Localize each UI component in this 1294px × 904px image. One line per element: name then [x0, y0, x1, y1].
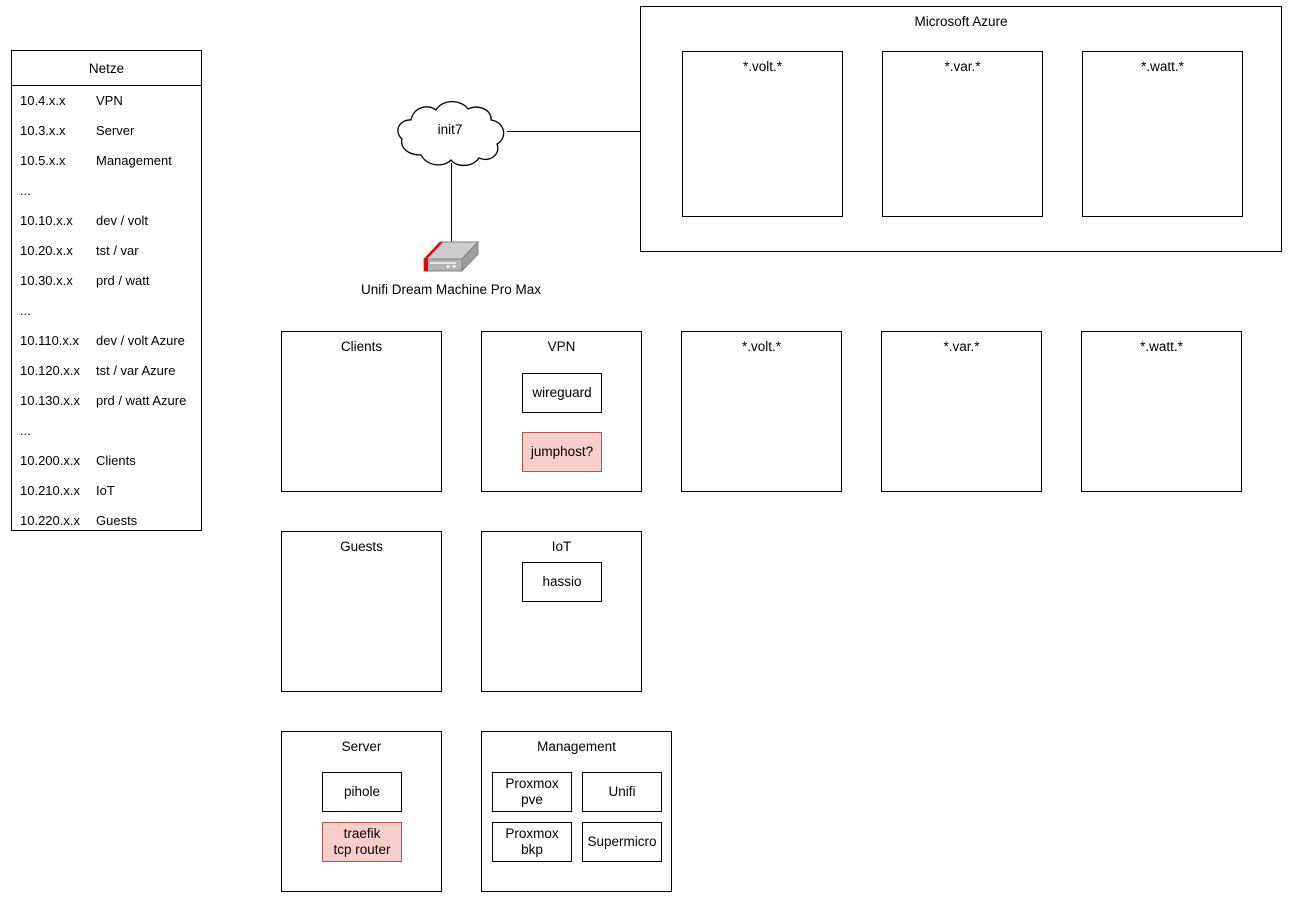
- netze-name: VPN: [96, 92, 123, 108]
- table-row: ...: [12, 295, 201, 325]
- vlan-volt-title: *.volt.*: [741, 339, 782, 354]
- table-row: 10.20.x.x tst / var: [12, 235, 201, 265]
- netze-name: tst / var: [96, 242, 139, 258]
- netze-cidr: 10.3.x.x: [20, 122, 66, 138]
- node-jumphost-label: jumphost?: [530, 444, 594, 459]
- netze-table-title: Netze: [88, 60, 125, 76]
- azure-vnet-var-label: *.var.*: [944, 59, 981, 74]
- node-traefik[interactable]: traefik tcp router: [322, 822, 402, 862]
- vlan-guests-title: Guests: [340, 539, 383, 554]
- table-row: 10.10.x.x dev / volt: [12, 205, 201, 235]
- node-proxmox-pve[interactable]: Proxmox pve: [492, 772, 572, 812]
- router-icon: [422, 240, 480, 273]
- azure-vnet-volt-label: *.volt.*: [742, 59, 783, 74]
- table-row: ...: [12, 415, 201, 445]
- node-supermicro[interactable]: Supermicro: [582, 822, 662, 862]
- table-row: 10.3.x.x Server: [12, 115, 201, 145]
- netze-cidr: 10.4.x.x: [20, 92, 66, 108]
- vlan-var-title: *.var.*: [943, 339, 980, 354]
- vlan-iot: IoT hassio: [481, 531, 642, 692]
- node-unifi[interactable]: Unifi: [582, 772, 662, 812]
- node-traefik-label-line1: traefik: [343, 826, 381, 841]
- netze-name: Server: [96, 122, 135, 138]
- cloud-icon: [397, 100, 505, 167]
- netze-name: Clients: [96, 452, 136, 468]
- netze-cidr: 10.220.x.x: [20, 512, 80, 528]
- node-pihole-label: pihole: [343, 784, 381, 799]
- vlan-server-title: Server: [341, 739, 382, 754]
- netze-name: prd / watt: [96, 272, 150, 288]
- node-supermicro-label: Supermicro: [587, 834, 657, 849]
- azure-title: Microsoft Azure: [914, 14, 1008, 29]
- vlan-management: Management Proxmox pve Unifi Proxmox bkp…: [481, 731, 672, 892]
- table-row: ...: [12, 175, 201, 205]
- azure-vnet-watt: *.watt.*: [1082, 51, 1243, 217]
- vlan-watt-title: *.watt.*: [1140, 339, 1183, 354]
- table-row: 10.220.x.x Guests: [12, 505, 201, 535]
- node-wireguard-label: wireguard: [532, 385, 592, 400]
- node-proxmox-bkp[interactable]: Proxmox bkp: [492, 822, 572, 862]
- table-row: 10.200.x.x Clients: [12, 445, 201, 475]
- table-row: 10.210.x.x IoT: [12, 475, 201, 505]
- vlan-server: Server pihole traefik tcp router: [281, 731, 442, 892]
- netze-cidr: ...: [20, 422, 31, 438]
- netze-cidr: ...: [20, 182, 31, 198]
- node-wireguard[interactable]: wireguard: [522, 373, 602, 413]
- node-pihole[interactable]: pihole: [322, 772, 402, 812]
- node-hassio-label: hassio: [542, 574, 582, 589]
- netze-cidr: 10.30.x.x: [20, 272, 73, 288]
- table-row: 10.5.x.x Management: [12, 145, 201, 175]
- netze-name: dev / volt: [96, 212, 149, 228]
- netze-cidr: 10.200.x.x: [20, 452, 80, 468]
- vlan-watt: *.watt.*: [1081, 331, 1242, 492]
- netze-name: Management: [96, 152, 172, 168]
- vlan-vpn: VPN wireguard jumphost?: [481, 331, 642, 492]
- vlan-var: *.var.*: [881, 331, 1042, 492]
- node-hassio[interactable]: hassio: [522, 562, 602, 602]
- connector-cloud-to-router: [451, 163, 452, 243]
- node-unifi-label: Unifi: [608, 784, 636, 799]
- netze-table: Netze 10.4.x.x VPN 10.3.x.x Server 10.5.…: [11, 50, 202, 531]
- vlan-clients-title: Clients: [340, 339, 383, 354]
- netze-cidr: ...: [20, 302, 31, 318]
- netze-name: IoT: [96, 482, 115, 498]
- netze-name: dev / volt Azure: [96, 332, 185, 348]
- netze-name: tst / var Azure: [96, 362, 176, 378]
- azure-vnet-watt-label: *.watt.*: [1141, 59, 1184, 74]
- table-row: 10.120.x.x tst / var Azure: [12, 355, 201, 385]
- vlan-iot-title: IoT: [551, 539, 572, 554]
- azure-vnet-var: *.var.*: [882, 51, 1043, 217]
- table-row: 10.4.x.x VPN: [12, 85, 201, 115]
- vlan-guests: Guests: [281, 531, 442, 692]
- netze-cidr: 10.130.x.x: [20, 392, 80, 408]
- netze-name: prd / watt Azure: [96, 392, 187, 408]
- azure-vnet-volt: *.volt.*: [682, 51, 843, 217]
- connector-cloud-to-azure: [507, 131, 640, 132]
- node-proxmox-pve-label: Proxmox pve: [505, 776, 559, 807]
- router-caption: Unifi Dream Machine Pro Max: [360, 282, 542, 297]
- node-proxmox-bkp-label: Proxmox bkp: [505, 826, 559, 857]
- netze-table-header: Netze: [12, 51, 201, 86]
- unifi-router: Unifi Dream Machine Pro Max: [361, 240, 541, 297]
- netze-cidr: 10.10.x.x: [20, 212, 73, 228]
- internet-cloud: init7: [391, 98, 509, 168]
- netze-cidr: 10.110.x.x: [20, 332, 80, 348]
- table-row: 10.130.x.x prd / watt Azure: [12, 385, 201, 415]
- cloud-label: init7: [437, 122, 463, 137]
- netze-cidr: 10.20.x.x: [20, 242, 73, 258]
- azure-container: Microsoft Azure *.volt.* *.var.* *.watt.…: [640, 6, 1282, 252]
- node-traefik-label-line2: tcp router: [333, 842, 391, 857]
- vlan-management-title: Management: [537, 739, 616, 754]
- vlan-vpn-title: VPN: [547, 339, 576, 354]
- table-row: 10.110.x.x dev / volt Azure: [12, 325, 201, 355]
- vlan-clients: Clients: [281, 331, 442, 492]
- netze-name: Guests: [96, 512, 138, 528]
- table-row: 10.30.x.x prd / watt: [12, 265, 201, 295]
- netze-cidr: 10.5.x.x: [20, 152, 66, 168]
- netze-cidr: 10.210.x.x: [20, 482, 80, 498]
- netze-cidr: 10.120.x.x: [20, 362, 80, 378]
- node-jumphost[interactable]: jumphost?: [522, 432, 602, 472]
- vlan-volt: *.volt.*: [681, 331, 842, 492]
